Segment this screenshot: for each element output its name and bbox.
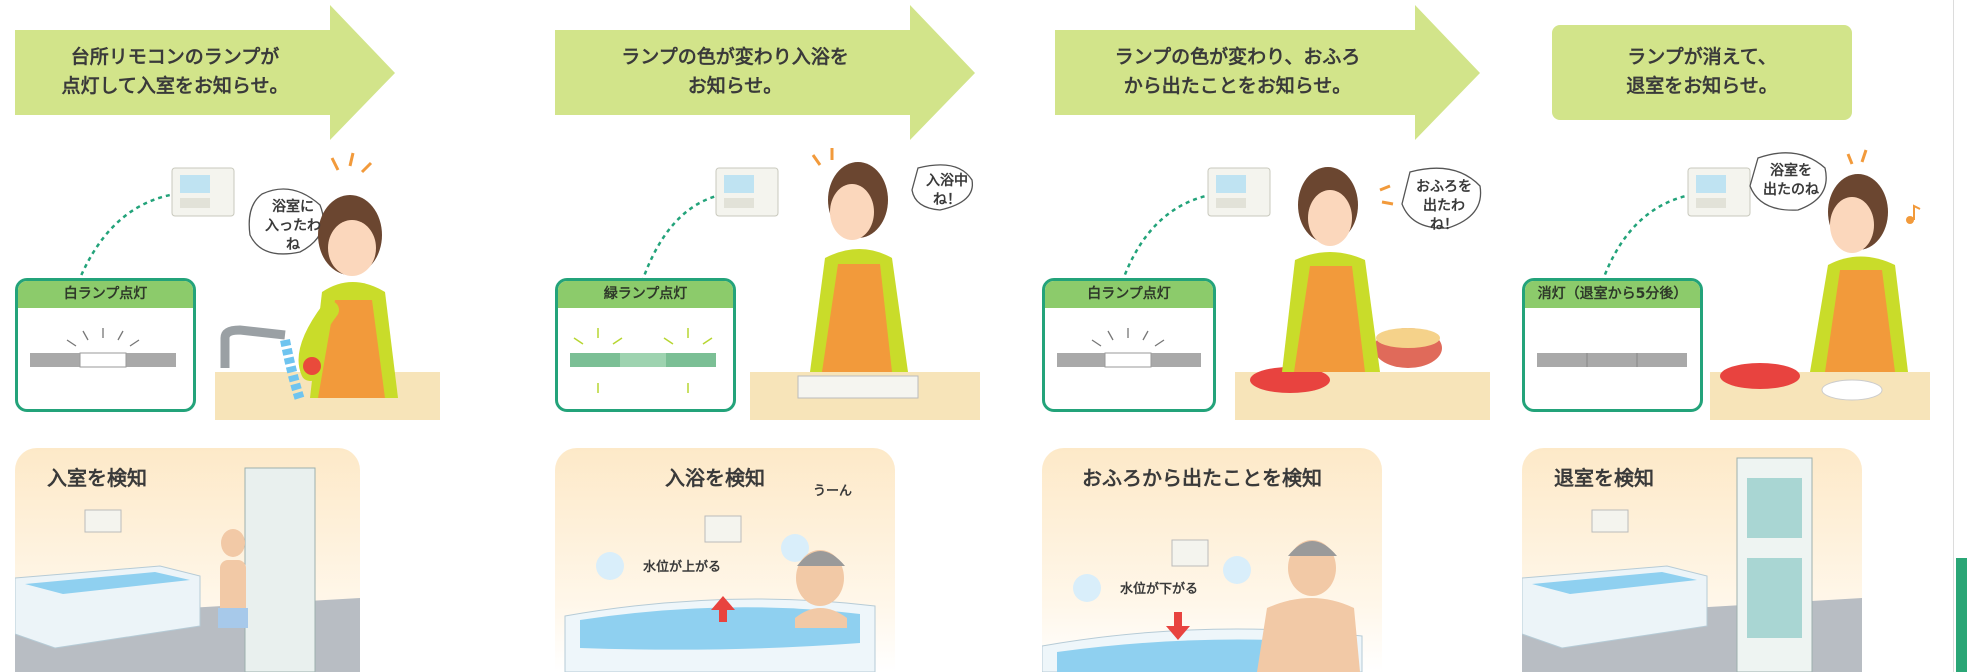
lamp-status-card: 緑ランプ点灯 <box>555 278 736 412</box>
detect-box: 入室を検知 <box>15 448 360 672</box>
step-3-panel: ランプの色が変わり、おふろ から出たことをお知らせ。 おふろを 出たわね！ 白ラ… <box>1030 0 1490 672</box>
detect-title: 退室を検知 <box>1554 466 1654 490</box>
step-3-banner: ランプの色が変わり、おふろ から出たことをお知らせ。 <box>1055 5 1480 140</box>
step-4-panel: ランプが消えて、 退室をお知らせ。 浴室を 出たのね <box>1510 0 1930 672</box>
lamp-status-card: 白ランプ点灯 <box>15 278 196 412</box>
step-1-scene: 浴室に 入ったわね <box>0 140 440 424</box>
banner-text: 台所リモコンのランプが 点灯して入室をお知らせ。 <box>61 46 289 97</box>
detect-title: おふろから出たことを検知 <box>1082 466 1322 490</box>
banner-arrow-shape <box>555 5 975 140</box>
step-3-scene: おふろを 出たわね！ <box>1030 140 1490 424</box>
lamp-status-label: 白ランプ点灯 <box>1045 281 1213 308</box>
side-tab <box>1956 558 1967 672</box>
exit-bath-illustration <box>1042 539 1363 672</box>
detect-title: 入室を検知 <box>47 466 147 490</box>
lamp-bar-icon <box>1057 328 1201 368</box>
water-level-note: 水位が上がる <box>643 560 722 575</box>
banner-arrow-shape <box>1055 5 1480 140</box>
step-1-panel: 台所リモコンのランプが 点灯して入室をお知らせ。 浴室に 入ったわね 白ランプ点… <box>0 0 440 672</box>
bathing-illustration <box>564 515 876 672</box>
lamp-status-label: 緑ランプ点灯 <box>558 281 733 308</box>
kitchen-scene-illustration <box>1593 149 1930 420</box>
remote-panel-icon <box>1207 167 1271 217</box>
right-border-line <box>1953 0 1954 672</box>
banner-box-shape <box>1552 25 1852 120</box>
detect-title: 入浴を検知 <box>665 466 765 490</box>
speech-bubble: 入浴中ね！ <box>926 173 968 208</box>
step-1-banner: 台所リモコンのランプが 点灯して入室をお知らせ。 <box>15 5 395 140</box>
kitchen-scene-illustration <box>1113 167 1490 420</box>
down-arrow-icon <box>1166 612 1190 640</box>
speech-bubble: 浴室を 出たのね <box>1763 163 1819 198</box>
lamp-status-label: 消灯（退室から5分後） <box>1525 281 1700 308</box>
water-level-note: 水位が下がる <box>1120 582 1199 597</box>
empty-bathroom-illustration <box>1522 457 1862 672</box>
step-4-banner: ランプが消えて、 退室をお知らせ。 <box>1552 5 1852 140</box>
speech-bubble: おふろを 出たわね！ <box>1416 179 1472 233</box>
sound-text: うーん <box>813 484 853 499</box>
banner-arrow-shape <box>15 5 395 140</box>
remote-panel-icon <box>1687 167 1751 217</box>
remote-panel-icon <box>171 167 235 217</box>
step-2-banner: ランプの色が変わり入浴を お知らせ。 <box>555 5 975 140</box>
bathroom-entry-illustration <box>15 467 360 672</box>
detect-box: 入浴を検知 うーん 水位が上がる <box>555 448 895 672</box>
step-2-panel: ランプの色が変わり入浴を お知らせ。 入浴中ね！ 緑ランプ点灯 <box>540 0 980 672</box>
kitchen-scene-illustration <box>633 148 980 420</box>
step-2-scene: 入浴中ね！ <box>540 140 980 424</box>
speech-bubble: 浴室に 入ったわね <box>265 199 321 253</box>
remote-panel-icon <box>715 167 779 217</box>
kitchen-scene-illustration <box>68 152 440 420</box>
banner-text: ランプの色が変わり入浴を お知らせ。 <box>621 46 849 97</box>
detect-box: 退室を検知 <box>1522 448 1862 672</box>
banner-text: ランプが消えて、 退室をお知らせ。 <box>1626 46 1778 97</box>
lamp-bar-icon <box>1537 353 1687 367</box>
music-note-icon <box>1906 204 1921 224</box>
banner-text: ランプの色が変わり、おふろ から出たことをお知らせ。 <box>1114 46 1361 97</box>
up-arrow-icon <box>711 596 735 622</box>
step-4-scene: 浴室を 出たのね <box>1510 140 1930 424</box>
lamp-status-card: 消灯（退室から5分後） <box>1522 278 1703 412</box>
detect-box: おふろから出たことを検知 水位が下がる <box>1042 448 1382 672</box>
lamp-status-label: 白ランプ点灯 <box>18 281 193 308</box>
lamp-bar-icon <box>30 328 176 368</box>
lamp-bar-icon <box>570 328 716 393</box>
lamp-status-card: 白ランプ点灯 <box>1042 278 1216 412</box>
